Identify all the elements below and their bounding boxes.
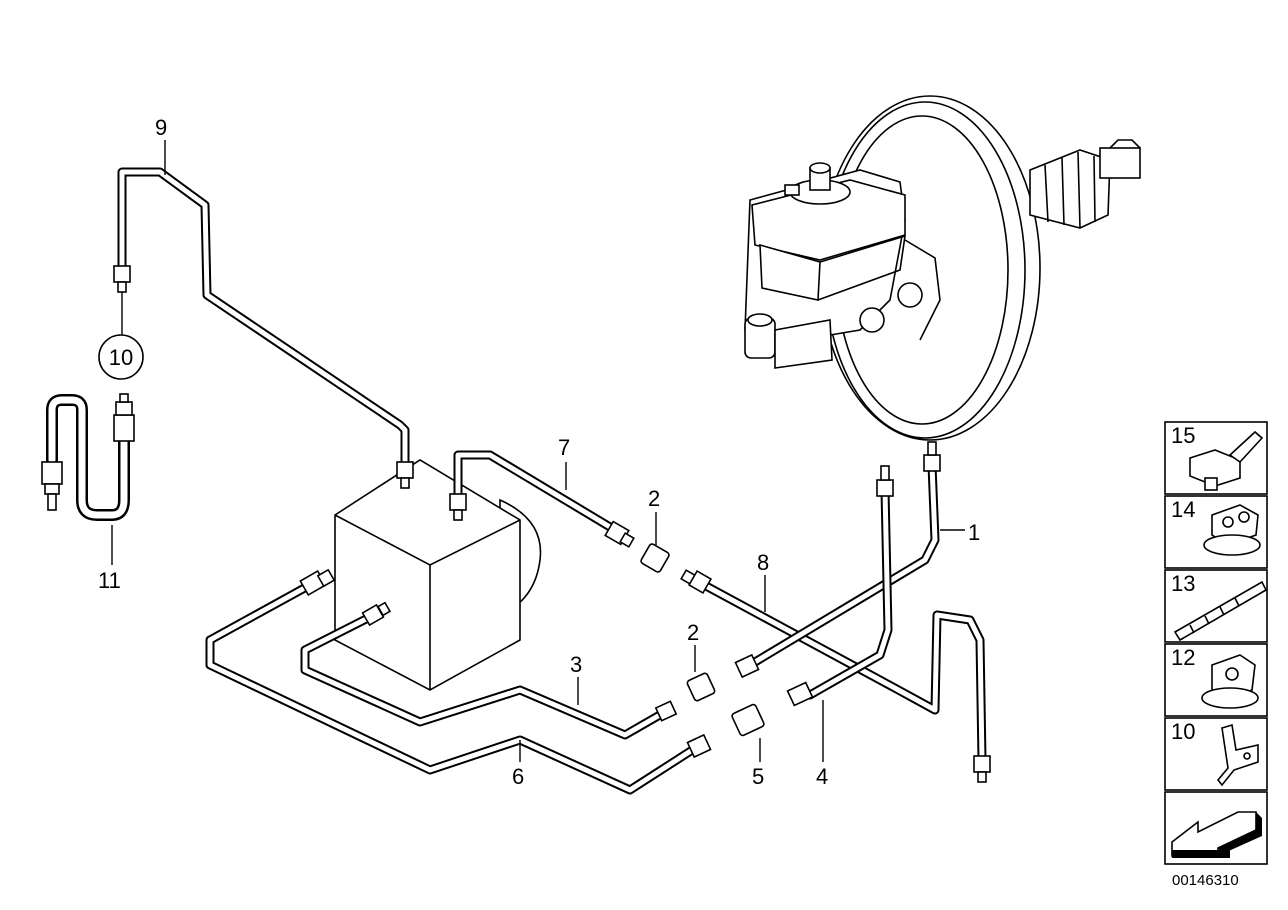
callout-7: 7 [558,435,570,460]
callout-5: 5 [752,764,764,789]
callout-11: 11 [98,568,121,593]
side-item-14-label: 14 [1171,497,1195,522]
bracket-clip-icon [1189,430,1264,491]
side-item-10-label: 10 [1171,719,1195,744]
callout-10: 10 [109,345,133,370]
side-item-10[interactable]: 10 [1164,717,1268,791]
brake-pipes [117,167,987,795]
side-item-15-label: 15 [1171,423,1195,448]
side-nav-arrow[interactable] [1164,791,1268,865]
hydraulic-unit [334,459,542,691]
callout-6: 6 [512,764,524,789]
brake-booster-assembly [744,95,1141,441]
document-number: 00146310 [1172,872,1239,889]
callout-2-upper: 2 [648,486,660,511]
callout-2-lower: 2 [687,620,699,645]
parts-side-panel: 15 14 13 [1164,421,1268,865]
cable-strap-icon [1173,580,1268,642]
side-item-13-label: 13 [1171,571,1195,596]
callout-8: 8 [757,550,769,575]
mounting-bracket-icon [1216,723,1259,787]
side-item-14[interactable]: 14 [1164,495,1268,569]
arrow-left-icon [1171,811,1262,858]
callout-3: 3 [570,652,582,677]
callout-9: 9 [155,115,167,140]
side-item-13[interactable]: 13 [1164,569,1268,643]
callout-10-circle [98,334,144,380]
callout-labels: 9 10 11 7 2 8 1 2 3 6 5 4 [98,115,980,789]
single-pipe-clip-icon [1201,654,1259,709]
pipe-fittings [113,265,991,783]
double-pipe-clip-icon [1203,504,1261,556]
side-item-12[interactable]: 12 [1164,643,1268,717]
leader-lines [111,140,965,762]
callout-4: 4 [816,764,828,789]
brake-hose [41,393,135,521]
callout-1: 1 [968,520,980,545]
side-item-15[interactable]: 15 [1164,421,1268,495]
side-item-12-label: 12 [1171,645,1195,670]
